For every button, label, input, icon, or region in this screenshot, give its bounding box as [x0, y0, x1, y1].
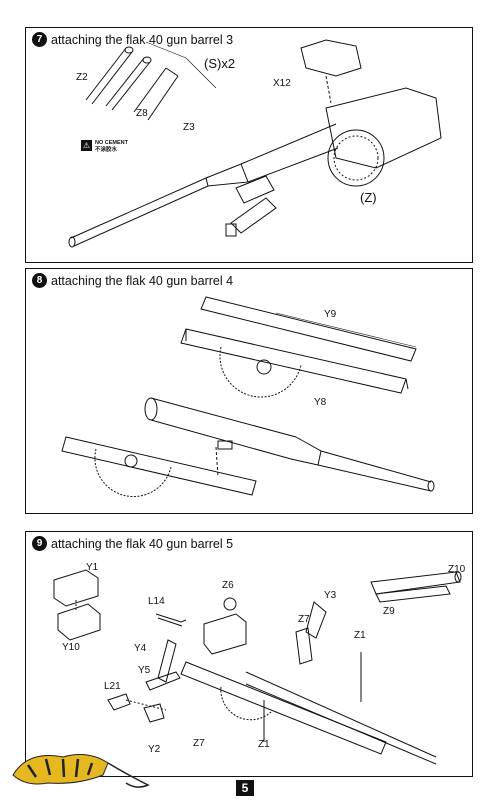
label-y1: Y1: [86, 562, 99, 573]
parts-z6-z7-y3: [203, 597, 327, 665]
label-z6: Z6: [222, 580, 234, 591]
step-7-header: 7 attaching the flak 40 gun barrel 3: [32, 32, 233, 47]
gun-barrel-8: [144, 397, 435, 492]
label-z1-bottom: Z1: [258, 739, 270, 750]
breech-assembly: [225, 39, 442, 237]
label-z: (Z): [360, 190, 377, 205]
label-s-x2: (S)x2: [204, 56, 236, 71]
step-8-panel: 8 attaching the flak 40 gun barrel 4: [25, 268, 473, 514]
label-z3: Z3: [183, 122, 195, 133]
step-8-header: 8 attaching the flak 40 gun barrel 4: [32, 273, 233, 288]
label-y9: Y9: [324, 309, 337, 320]
no-cement-icon: ⚠: [81, 140, 92, 151]
step-8-title: attaching the flak 40 gun barrel 4: [51, 273, 234, 288]
label-z2: Z2: [76, 72, 88, 83]
parts-z10-z9: [370, 571, 462, 603]
step-8-drawing: [61, 296, 435, 498]
label-z7-bottom: Z7: [193, 738, 205, 749]
label-y2: Y2: [148, 744, 161, 755]
label-z9: Z9: [383, 606, 395, 617]
step-7-number: 7: [32, 32, 47, 47]
step-9-panel: 9 attaching the flak 40 gun barrel 5: [25, 531, 473, 777]
gun-barrel-9: [180, 652, 437, 765]
upper-carriage-y9: [200, 296, 417, 362]
step-7-panel: 7 attaching the flak 40 gun barrel 3: [25, 27, 473, 263]
no-cement-warning: ⚠ NO CEMENT 不涂胶水: [81, 140, 128, 153]
step-8-number: 8: [32, 273, 47, 288]
label-z1-top: Z1: [354, 630, 366, 641]
step-9-number: 9: [32, 536, 47, 551]
label-y5: Y5: [138, 665, 151, 676]
step-9-title: attaching the flak 40 gun barrel 5: [51, 536, 234, 551]
parts-l14-y4-y5: [145, 613, 187, 691]
tiger-logo-icon: [12, 754, 150, 788]
lower-carriage-y8: [180, 328, 409, 398]
page-number: 5: [236, 780, 254, 796]
breech-block-y1-y10: [53, 569, 101, 641]
parts-l21-y2: [107, 693, 167, 723]
label-x12: X12: [273, 78, 291, 89]
step-7-drawing: [68, 39, 442, 248]
label-z7-top: Z7: [298, 614, 310, 625]
label-y10: Y10: [62, 642, 80, 653]
label-y3: Y3: [324, 590, 337, 601]
label-z10: Z10: [448, 564, 466, 575]
label-z8: Z8: [136, 108, 148, 119]
label-y8: Y8: [314, 397, 327, 408]
barrel-halves-subassembly: [85, 41, 217, 121]
label-l14: L14: [148, 596, 165, 607]
label-l21: L21: [104, 681, 121, 692]
label-y4: Y4: [134, 643, 147, 654]
step-7-title: attaching the flak 40 gun barrel 3: [51, 32, 234, 47]
gun-barrel-7: [68, 123, 339, 248]
step-9-header: 9 attaching the flak 40 gun barrel 5: [32, 536, 233, 551]
assembled-carriage: [61, 436, 257, 498]
step-9-drawing: [53, 569, 462, 765]
